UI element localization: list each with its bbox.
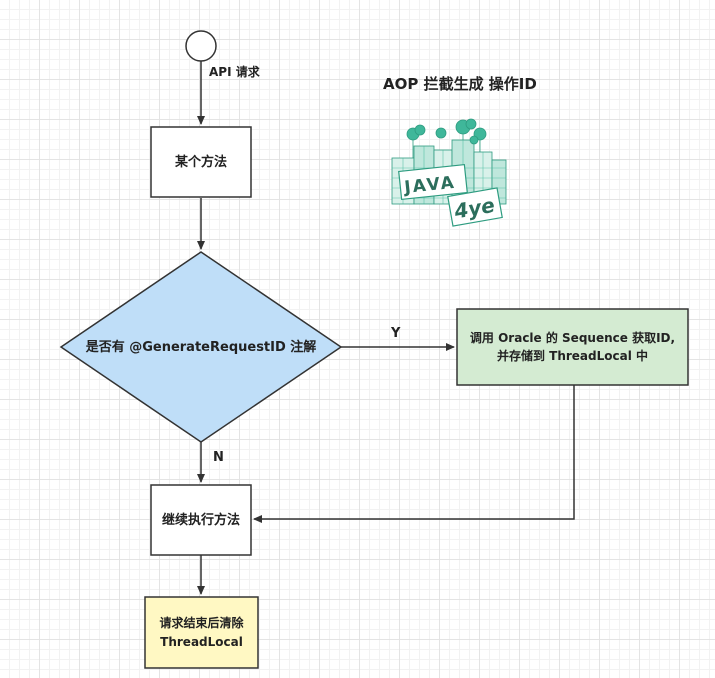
edge-oracle-to-continue	[253, 385, 575, 523]
node-some-method-label: 某个方法	[174, 154, 227, 170]
node-continue[interactable]	[150, 484, 252, 556]
node-decision-label: 是否有 @GenerateRequestID 注解	[85, 339, 317, 355]
node-clear-line1: 请求结束后清除	[159, 615, 244, 630]
diagram-title: AOP 拦截生成 操作ID	[383, 75, 537, 93]
start-node[interactable]	[185, 30, 217, 62]
node-some-method[interactable]	[150, 126, 252, 198]
node-clear-threadlocal[interactable]	[144, 596, 259, 669]
node-oracle-sequence-line1: 调用 Oracle 的 Sequence 获取ID,	[469, 331, 676, 345]
node-oracle-sequence-label: 调用 Oracle 的 Sequence 获取ID, 并存储到 ThreadLo…	[457, 309, 688, 385]
edge-yes-label: Y	[391, 326, 401, 341]
java-4ye-logo-icon: JAVA 4ye	[391, 118, 507, 227]
node-continue-label: 继续执行方法	[161, 512, 240, 528]
node-decision[interactable]	[59, 251, 343, 443]
start-label: API 请求	[209, 65, 260, 79]
node-clear-threadlocal-label: 请求结束后清除 ThreadLocal	[145, 597, 258, 668]
node-oracle-sequence[interactable]	[456, 308, 689, 386]
node-oracle-sequence-line2: 并存储到 ThreadLocal 中	[496, 349, 649, 363]
node-clear-line2: ThreadLocal	[160, 634, 243, 649]
edge-no-label: N	[213, 450, 224, 465]
